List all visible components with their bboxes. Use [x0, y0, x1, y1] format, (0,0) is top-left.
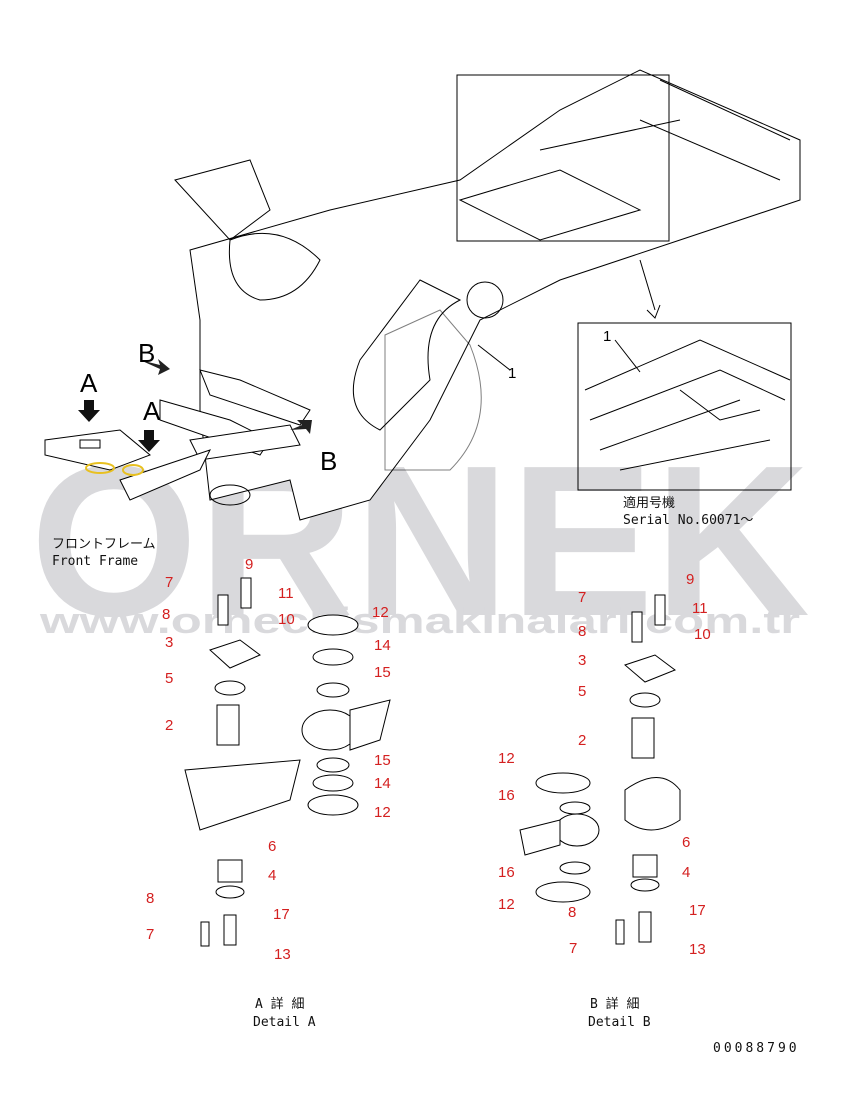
callout-number: 4: [682, 864, 690, 881]
callout-number: 2: [165, 717, 173, 734]
detail-a-title-en: Detail A: [253, 1015, 316, 1030]
view-a-label: A: [80, 368, 98, 398]
callout-number: 14: [374, 637, 391, 654]
inset-part-label: 1: [603, 328, 611, 345]
callout-number: 3: [578, 652, 586, 669]
callout-number: 8: [578, 623, 586, 640]
callout-number: 11: [692, 600, 708, 617]
callout-number: 16: [498, 864, 515, 881]
callout-number: 13: [689, 941, 706, 958]
callout-number: 15: [374, 752, 391, 769]
callout-number: 15: [374, 664, 391, 681]
callout-number: 4: [268, 867, 276, 884]
callout-number: 8: [162, 606, 170, 623]
detail-b-callouts: 9 7 11 8 10 3 5 2 12 16 6 16 4 12 8 17 7 13: [498, 571, 711, 958]
callout-number: 3: [165, 634, 173, 651]
view-a-label: A: [143, 396, 161, 426]
drawing-number: 00088790: [713, 1041, 800, 1056]
detail-a-title-jp: A 詳 細: [255, 996, 304, 1012]
callout-number: 7: [569, 940, 577, 957]
view-b-label: B: [138, 338, 155, 368]
serial-jp: 適用号機: [623, 495, 675, 511]
detail-b-title-jp: B 詳 細: [590, 996, 639, 1012]
detail-b-drawing: [519, 594, 681, 945]
callout-number: 17: [273, 906, 290, 923]
callout-number: 9: [686, 571, 694, 588]
inset-view: [577, 322, 792, 491]
callout-number: 5: [578, 683, 586, 700]
front-frame-jp: フロントフレーム: [52, 537, 156, 552]
part-1-label: 1: [508, 365, 516, 382]
callout-number: 5: [165, 670, 173, 687]
callout-number: 6: [682, 834, 690, 851]
callout-number: 13: [274, 946, 291, 963]
callout-number: 7: [578, 589, 586, 606]
callout-number: 2: [578, 732, 586, 749]
callout-number: 12: [498, 896, 515, 913]
callout-number: 14: [374, 775, 391, 792]
callout-number: 10: [278, 611, 295, 628]
callout-number: 10: [694, 626, 711, 643]
watermark: ORNEK www.orneckismakinalari.com.tr: [30, 420, 810, 661]
detail-a-callouts: 9 7 11 8 10 3 5 2 12 14 15 15 14 12 6 4 8 17 7 13: [146, 556, 391, 963]
serial-en: Serial No.60071～: [623, 513, 753, 528]
callout-number: 12: [374, 804, 391, 821]
callout-number: 12: [498, 750, 515, 767]
watermark-brand: ORNEK: [30, 420, 810, 661]
callout-number: 17: [689, 902, 706, 919]
front-frame-drawing: [44, 69, 801, 521]
callout-number: 7: [165, 574, 173, 591]
detail-b-title-en: Detail B: [588, 1015, 651, 1030]
callout-number: 12: [372, 604, 389, 621]
callout-number: 6: [268, 838, 276, 855]
callout-number: 7: [146, 926, 154, 943]
view-b-label: B: [320, 446, 337, 476]
detail-a-drawing: [184, 577, 391, 947]
callout-number: 11: [278, 585, 294, 602]
front-frame-en: Front Frame: [52, 554, 138, 569]
callout-number: 8: [568, 904, 576, 921]
callout-number: 16: [498, 787, 515, 804]
watermark-url: www.orneckismakinalari.com.tr: [39, 600, 800, 641]
callout-number: 8: [146, 890, 154, 907]
callout-number: 9: [245, 556, 253, 573]
